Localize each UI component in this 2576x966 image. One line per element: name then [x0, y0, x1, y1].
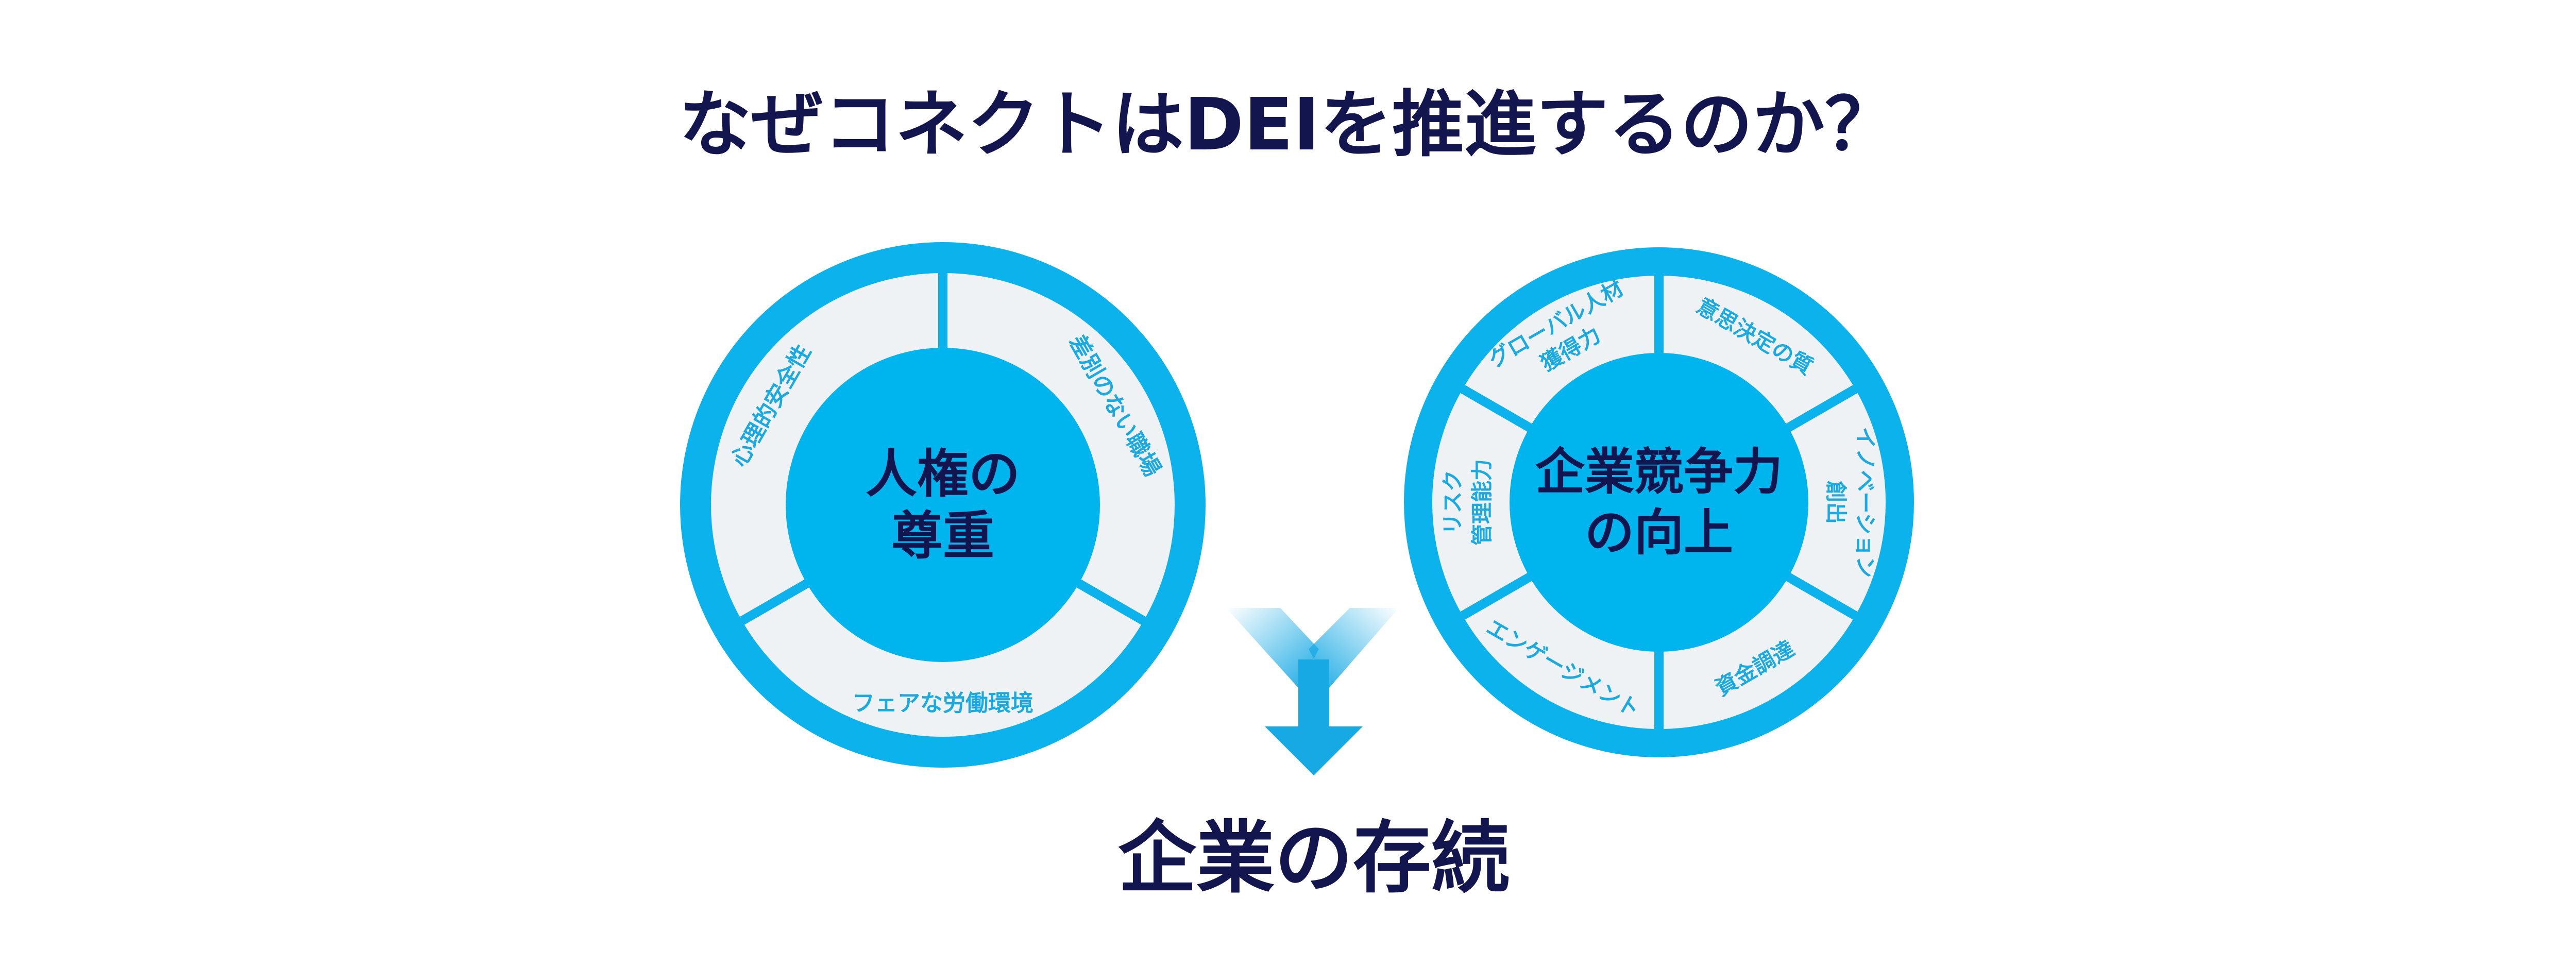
human-rights-divider — [739, 578, 811, 625]
human-rights-center-label: 尊重 — [891, 506, 994, 566]
human-rights-divider — [1074, 578, 1147, 625]
competitiveness-divider — [1784, 571, 1859, 620]
competitiveness-segment-label: リスク — [1440, 470, 1465, 535]
human-rights-center-disc — [786, 348, 1100, 662]
merge-arrow-right-arm — [1309, 608, 1399, 688]
competitiveness-circle: 企業競争力の向上意思決定の質イノベーション創出資金調達エンゲージメントリスク管理… — [1404, 247, 1914, 757]
competitiveness-center-label: の向上 — [1585, 504, 1733, 562]
competitiveness-segment-label: 管理能力 — [1469, 459, 1495, 546]
competitiveness-segment-5: リスク管理能力 — [1440, 459, 1495, 546]
conclusion-text: 企業の存続 — [1118, 812, 1510, 904]
merge-arrow-head — [1265, 726, 1363, 775]
human-rights-segment-label: フェアな労働環境 — [852, 690, 1033, 717]
competitiveness-segment-label: 創出 — [1823, 481, 1849, 524]
competitiveness-divider — [1459, 571, 1534, 620]
competitiveness-center-label: 企業競争力 — [1535, 443, 1783, 501]
merge-arrow-stem — [1298, 659, 1329, 732]
page-title: なぜコネクトはDEIを推進するのか？ — [679, 83, 1897, 167]
competitiveness-segment-label: イノベーション — [1853, 427, 1878, 578]
merge-arrow-left-arm — [1226, 608, 1319, 688]
merge-arrow-down-icon — [1226, 608, 1399, 775]
competitiveness-divider — [1459, 384, 1534, 433]
competitiveness-divider — [1784, 384, 1859, 433]
competitiveness-center-disc — [1510, 353, 1808, 652]
human-rights-segment-2: フェアな労働環境 — [852, 690, 1033, 717]
human-rights-center-label: 人権の — [866, 444, 1020, 504]
